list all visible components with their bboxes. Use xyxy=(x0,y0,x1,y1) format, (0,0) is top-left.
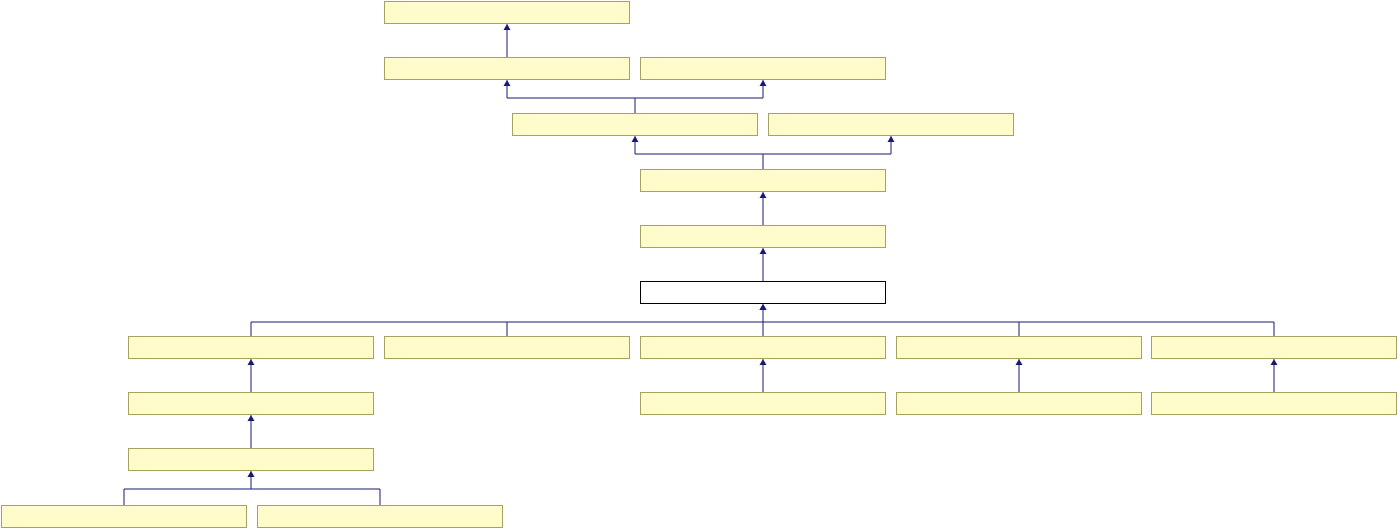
class-node-networksource[interactable] xyxy=(128,448,374,471)
class-node-sourcetemplate_fs[interactable] xyxy=(640,336,886,359)
class-node-nonblockingsource[interactable] xyxy=(128,392,374,415)
class-node-sourcetemplate_ss[interactable] xyxy=(1151,336,1397,359)
class-node-algorithm[interactable] xyxy=(384,57,630,80)
class-node-source[interactable] xyxy=(640,281,886,304)
class-node-randomnumbersource[interactable] xyxy=(896,392,1142,415)
class-node-inputrejecting[interactable] xyxy=(640,225,886,248)
class-node-socketsource[interactable] xyxy=(1,505,247,528)
class-node-filter[interactable] xyxy=(640,169,886,192)
class-node-stringsource[interactable] xyxy=(1151,392,1397,415)
class-node-windowspipesource[interactable] xyxy=(257,505,503,528)
class-node-notcopyable[interactable] xyxy=(768,113,1014,136)
class-node-autosignaling[interactable] xyxy=(128,336,374,359)
class-node-sourcetemplate_t[interactable] xyxy=(384,336,630,359)
class-node-bufferedtransform[interactable] xyxy=(512,113,758,136)
class-node-waitable[interactable] xyxy=(640,57,886,80)
class-node-filesource[interactable] xyxy=(640,392,886,415)
class-node-clonable[interactable] xyxy=(384,1,630,24)
class-node-sourcetemplate_rns[interactable] xyxy=(896,336,1142,359)
